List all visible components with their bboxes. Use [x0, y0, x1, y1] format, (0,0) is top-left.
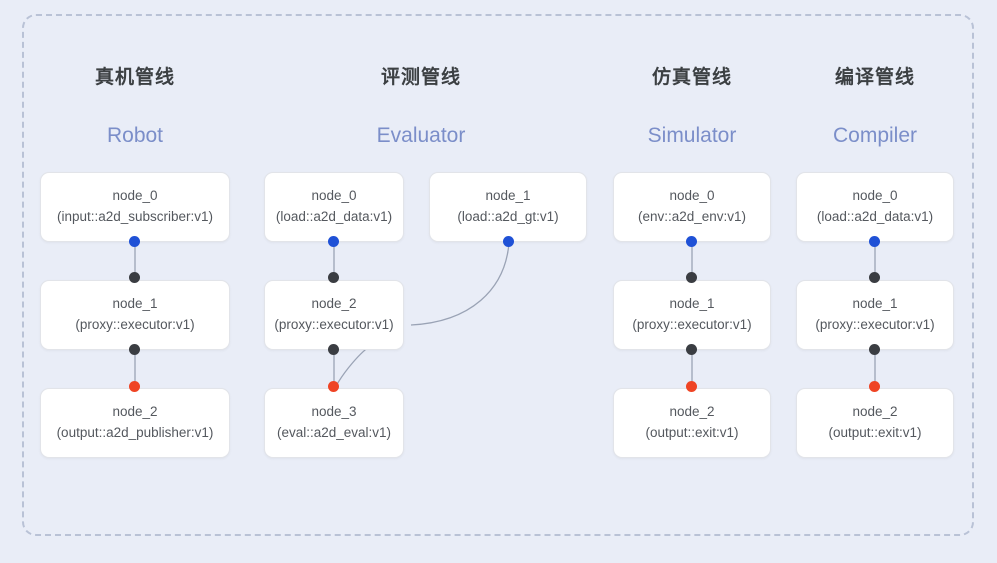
node-label-type: (env::a2d_env:v1): [637, 209, 747, 224]
node-label-name: node_2: [852, 404, 898, 420]
input-port-icon-evaluator-2[interactable]: [328, 272, 339, 283]
node-compiler-1[interactable]: node_1 (proxy::executor:v1): [796, 280, 954, 350]
node-simulator-0[interactable]: node_0 (env::a2d_env:v1): [613, 172, 771, 242]
input-port-icon-robot-2[interactable]: [129, 381, 140, 392]
node-label-type: (output::a2d_publisher:v1): [56, 425, 214, 440]
node-label-name: node_1: [485, 188, 531, 204]
node-label-type: (proxy::executor:v1): [274, 317, 394, 332]
node-label-name: node_1: [112, 296, 158, 312]
node-compiler-0[interactable]: node_0 (load::a2d_data:v1): [796, 172, 954, 242]
column-title-cn-simulator: 仿真管线: [651, 67, 732, 88]
output-port-icon-robot-1[interactable]: [129, 344, 140, 355]
node-label-type: (proxy::executor:v1): [632, 317, 752, 332]
output-port-icon-evaluator-2[interactable]: [328, 344, 339, 355]
input-port-icon-compiler-2[interactable]: [869, 381, 880, 392]
column-title-cn-compiler: 编译管线: [834, 67, 915, 88]
output-port-icon-evaluator-1[interactable]: [503, 236, 514, 247]
node-label-type: (proxy::executor:v1): [815, 317, 935, 332]
node-label-name: node_1: [852, 296, 898, 312]
node-label-name: node_2: [311, 296, 357, 312]
node-label-type: (input::a2d_subscriber:v1): [56, 209, 214, 224]
input-port-icon-compiler-1[interactable]: [869, 272, 880, 283]
node-label-name: node_3: [311, 404, 357, 420]
node-simulator-2[interactable]: node_2 (output::exit:v1): [613, 388, 771, 458]
input-port-icon-robot-1[interactable]: [129, 272, 140, 283]
node-label-type: (load::a2d_gt:v1): [457, 209, 559, 224]
node-robot-1[interactable]: node_1 (proxy::executor:v1): [40, 280, 230, 350]
node-label-type: (load::a2d_data:v1): [275, 209, 393, 224]
node-evaluator-1[interactable]: node_1 (load::a2d_gt:v1): [429, 172, 587, 242]
column-title-en-compiler: Compiler: [832, 124, 918, 147]
output-port-icon-robot-0[interactable]: [129, 236, 140, 247]
input-port-icon-simulator-2[interactable]: [686, 381, 697, 392]
node-evaluator-2[interactable]: node_2 (proxy::executor:v1): [264, 280, 404, 350]
node-evaluator-0[interactable]: node_0 (load::a2d_data:v1): [264, 172, 404, 242]
node-label-name: node_0: [669, 188, 715, 204]
node-label-name: node_0: [852, 188, 898, 204]
node-robot-0[interactable]: node_0 (input::a2d_subscriber:v1): [40, 172, 230, 242]
node-label-type: (proxy::executor:v1): [75, 317, 195, 332]
column-title-en-robot: Robot: [106, 124, 164, 147]
node-label-type: (load::a2d_data:v1): [816, 209, 934, 224]
input-port-icon-evaluator-3[interactable]: [328, 381, 339, 392]
node-compiler-2[interactable]: node_2 (output::exit:v1): [796, 388, 954, 458]
node-label-name: node_0: [112, 188, 158, 204]
node-label-name: node_2: [112, 404, 158, 420]
output-port-icon-simulator-1[interactable]: [686, 344, 697, 355]
node-label-type: (output::exit:v1): [645, 425, 739, 440]
input-port-icon-simulator-1[interactable]: [686, 272, 697, 283]
column-title-cn-evaluator: 评测管线: [380, 67, 461, 88]
node-evaluator-3[interactable]: node_3 (eval::a2d_eval:v1): [264, 388, 404, 458]
node-label-type: (output::exit:v1): [828, 425, 922, 440]
node-robot-2[interactable]: node_2 (output::a2d_publisher:v1): [40, 388, 230, 458]
node-label-name: node_1: [669, 296, 715, 312]
output-port-icon-simulator-0[interactable]: [686, 236, 697, 247]
node-label-name: node_0: [311, 188, 357, 204]
column-title-en-evaluator: Evaluator: [376, 124, 466, 147]
output-port-icon-compiler-0[interactable]: [869, 236, 880, 247]
column-title-cn-robot: 真机管线: [94, 67, 175, 88]
node-label-type: (eval::a2d_eval:v1): [276, 425, 392, 440]
node-label-name: node_2: [669, 404, 715, 420]
output-port-icon-compiler-1[interactable]: [869, 344, 880, 355]
output-port-icon-evaluator-0[interactable]: [328, 236, 339, 247]
node-simulator-1[interactable]: node_1 (proxy::executor:v1): [613, 280, 771, 350]
column-title-en-simulator: Simulator: [647, 124, 737, 147]
